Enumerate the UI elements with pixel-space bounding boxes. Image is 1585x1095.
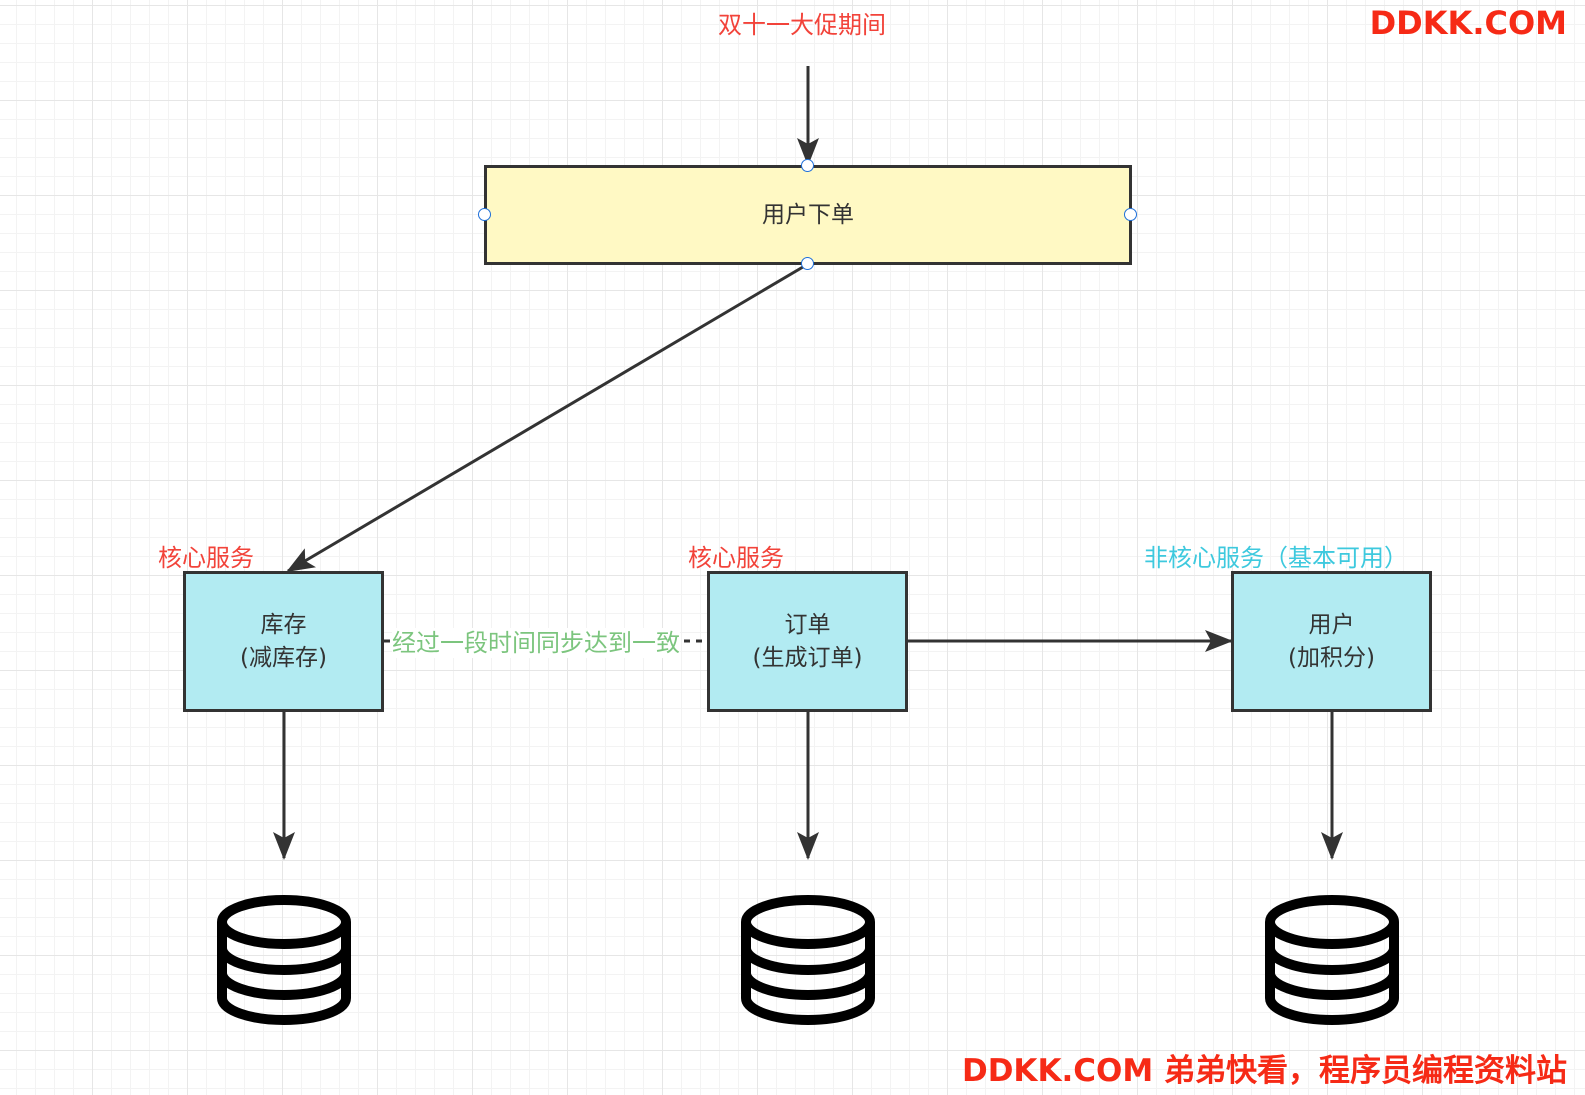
user-node[interactable]: 用户 (加积分) bbox=[1231, 571, 1432, 712]
watermark-top-right: DDKK.COM bbox=[1369, 4, 1567, 42]
order-title: 订单 bbox=[784, 611, 831, 638]
user-service-tag: 非核心服务（基本可用） bbox=[1144, 544, 1408, 572]
watermark-bottom: DDKK.COM 弟弟快看，程序员编程资料站 bbox=[961, 1053, 1567, 1089]
connection-handle-right[interactable] bbox=[1124, 208, 1137, 221]
user-title: 用户 bbox=[1308, 611, 1355, 638]
place-order-label: 用户下单 bbox=[762, 201, 854, 228]
database-icon bbox=[217, 895, 351, 1025]
order-service-tag: 核心服务 bbox=[688, 544, 784, 572]
connection-handle-top[interactable] bbox=[801, 159, 814, 172]
database-icon bbox=[741, 895, 875, 1025]
order-node[interactable]: 订单 (生成订单) bbox=[707, 571, 908, 712]
connection-handle-bottom[interactable] bbox=[801, 257, 814, 270]
inventory-service-tag: 核心服务 bbox=[158, 544, 254, 572]
user-subtitle: (加积分) bbox=[1288, 644, 1375, 671]
inventory-title: 库存 bbox=[260, 611, 307, 638]
order-subtitle: (生成订单) bbox=[752, 644, 863, 671]
database-icon bbox=[1265, 895, 1399, 1025]
connection-handle-left[interactable] bbox=[478, 208, 491, 221]
inventory-subtitle: (减库存) bbox=[240, 644, 327, 671]
trigger-label: 双十一大促期间 bbox=[718, 11, 886, 39]
arrow-order-to-inventory bbox=[286, 262, 809, 573]
sync-label: 经过一段时间同步达到一致 bbox=[392, 628, 680, 658]
place-order-node[interactable]: 用户下单 bbox=[484, 165, 1132, 265]
inventory-node[interactable]: 库存 (减库存) bbox=[183, 571, 384, 712]
